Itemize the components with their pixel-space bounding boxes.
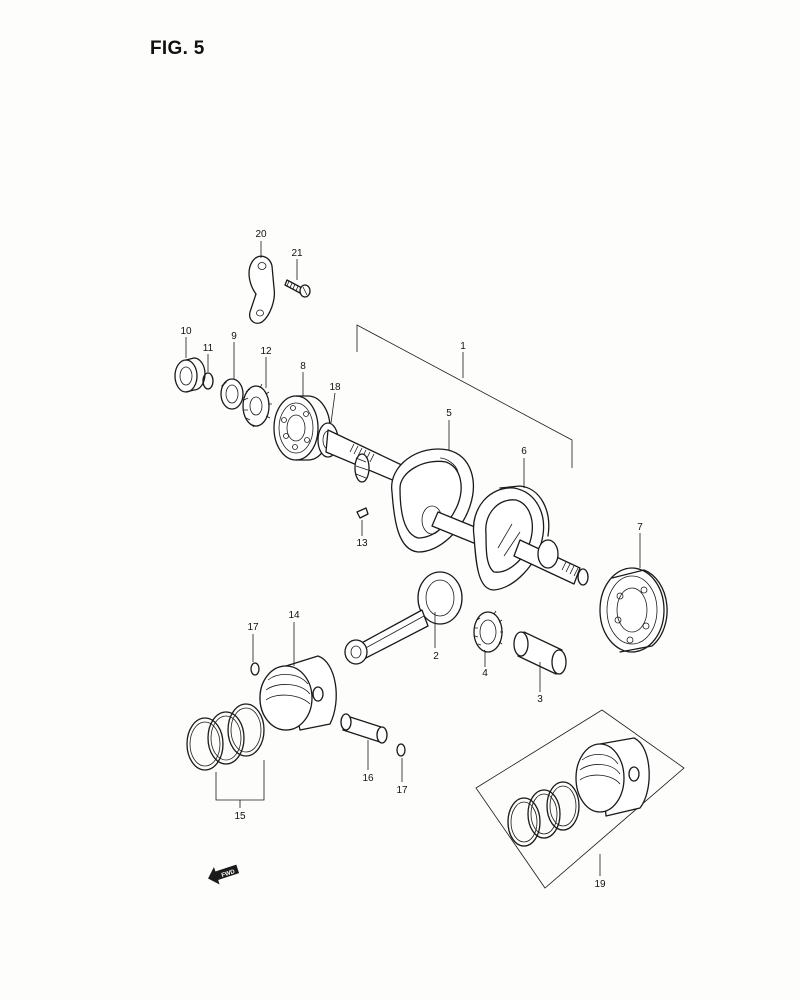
callout-2: 2 — [433, 651, 439, 662]
callout-6: 6 — [521, 446, 527, 457]
callout-17-lower: 17 — [396, 785, 408, 796]
callout-9: 9 — [231, 331, 237, 342]
callout-20: 20 — [255, 229, 267, 240]
kit-19-outline — [475, 709, 685, 889]
callout-4: 4 — [482, 668, 488, 679]
callout-16: 16 — [362, 773, 374, 784]
part-17-circlip-upper — [250, 662, 260, 676]
part-2-connecting-rod — [344, 571, 463, 665]
part-17-circlip-lower — [396, 743, 406, 757]
part-20-plate — [248, 255, 276, 324]
figure-title: FIG. 5 — [150, 38, 205, 59]
part-19-piston-kit — [475, 709, 685, 889]
fwd-arrow: FWD — [208, 864, 240, 885]
part-11-circlip — [202, 372, 214, 390]
callout-19: 19 — [594, 879, 606, 890]
callout-18: 18 — [329, 382, 341, 393]
part-12-gear — [242, 383, 272, 428]
part-1-crankshaft-assembly — [325, 429, 589, 591]
part-10-oil-seal — [174, 357, 206, 393]
part-16-piston-pin — [340, 713, 388, 744]
callout-21: 21 — [291, 248, 303, 259]
callout-12: 12 — [260, 346, 272, 357]
callout-3: 3 — [537, 694, 543, 705]
callout-17-upper: 17 — [247, 622, 259, 633]
part-4-needle-bearing — [473, 610, 503, 653]
part-14-piston — [259, 655, 337, 731]
fwd-label: FWD — [221, 869, 236, 879]
part-21-screw — [284, 279, 311, 298]
callout-13: 13 — [356, 538, 368, 549]
part-7-bearing — [599, 567, 668, 653]
callout-1: 1 — [460, 341, 466, 352]
callout-5: 5 — [446, 408, 452, 419]
part-15-piston-rings — [186, 703, 265, 771]
callout-11: 11 — [203, 343, 214, 354]
callout-15: 15 — [234, 811, 246, 822]
assembly-bracket-1 — [356, 324, 573, 468]
callout-7: 7 — [637, 522, 643, 533]
callout-10: 10 — [180, 326, 192, 337]
bracket-15 — [215, 760, 265, 801]
callout-14: 14 — [288, 610, 300, 621]
callout-8: 8 — [300, 361, 306, 372]
part-3-crank-pin — [513, 631, 567, 675]
leader-18 — [330, 392, 336, 424]
part-13-key — [356, 507, 369, 519]
part-9-bearing — [220, 378, 244, 410]
